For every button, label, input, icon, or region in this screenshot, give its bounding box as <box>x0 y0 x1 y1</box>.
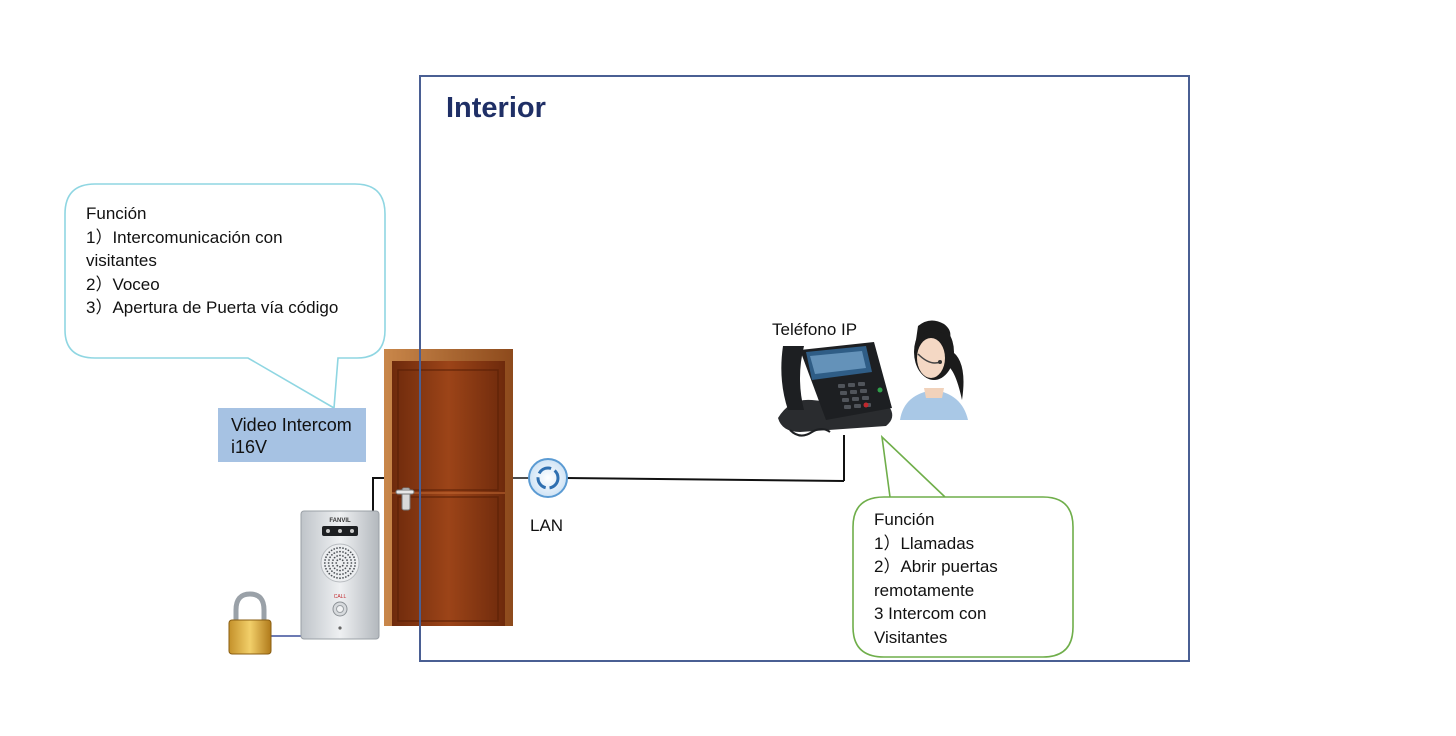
callout-left-item: visitantes <box>86 251 157 270</box>
callout-left-heading: Función <box>86 204 147 223</box>
ip-phone-icon <box>778 342 893 437</box>
lan-cable <box>565 477 845 482</box>
callout-right-item: 2）Abrir puertas <box>874 557 998 576</box>
lan-hub-icon <box>528 458 568 498</box>
intercom-brand: FANVIL <box>329 518 351 524</box>
phone-label: Teléfono IP <box>772 320 858 339</box>
lan-label: LAN <box>530 516 564 535</box>
callout-left-item: 1）Intercomunicación con <box>86 227 283 247</box>
callout-left-item: 2）Voceo <box>86 274 160 294</box>
intercom-label: Video Intercom i16V <box>218 408 366 462</box>
callout-right-bubble <box>852 434 1074 658</box>
intercom-label-line2: i16V <box>231 437 268 457</box>
intercom-panel: FANVIL CALL <box>300 510 380 640</box>
padlock-icon <box>228 591 272 655</box>
callout-right-item: 1）Llamadas <box>874 533 975 553</box>
operator-avatar <box>900 320 968 420</box>
callout-right-item: remotamente <box>874 580 975 600</box>
interior-zone-frame <box>419 75 1190 662</box>
callout-left-item: 3）Apertura de Puerta vía código <box>86 298 339 317</box>
callout-right-text: Función 1）Llamadas 2）Abrir puertas remot… <box>874 508 1059 649</box>
callout-right-heading: Función <box>874 510 935 529</box>
callout-left-text: Función 1）Intercomunicación con visitant… <box>86 202 371 320</box>
interior-title: Interior <box>446 92 546 124</box>
intercom-label-line1: Video Intercom <box>231 415 352 435</box>
callout-right-item: Visitantes <box>874 627 948 647</box>
callout-right-item: 3 Intercom con <box>874 604 987 623</box>
call-label: CALL <box>334 594 347 600</box>
door-icon <box>384 349 513 626</box>
callout-left-bubble <box>64 183 386 410</box>
intercom-door-wire <box>372 477 386 512</box>
